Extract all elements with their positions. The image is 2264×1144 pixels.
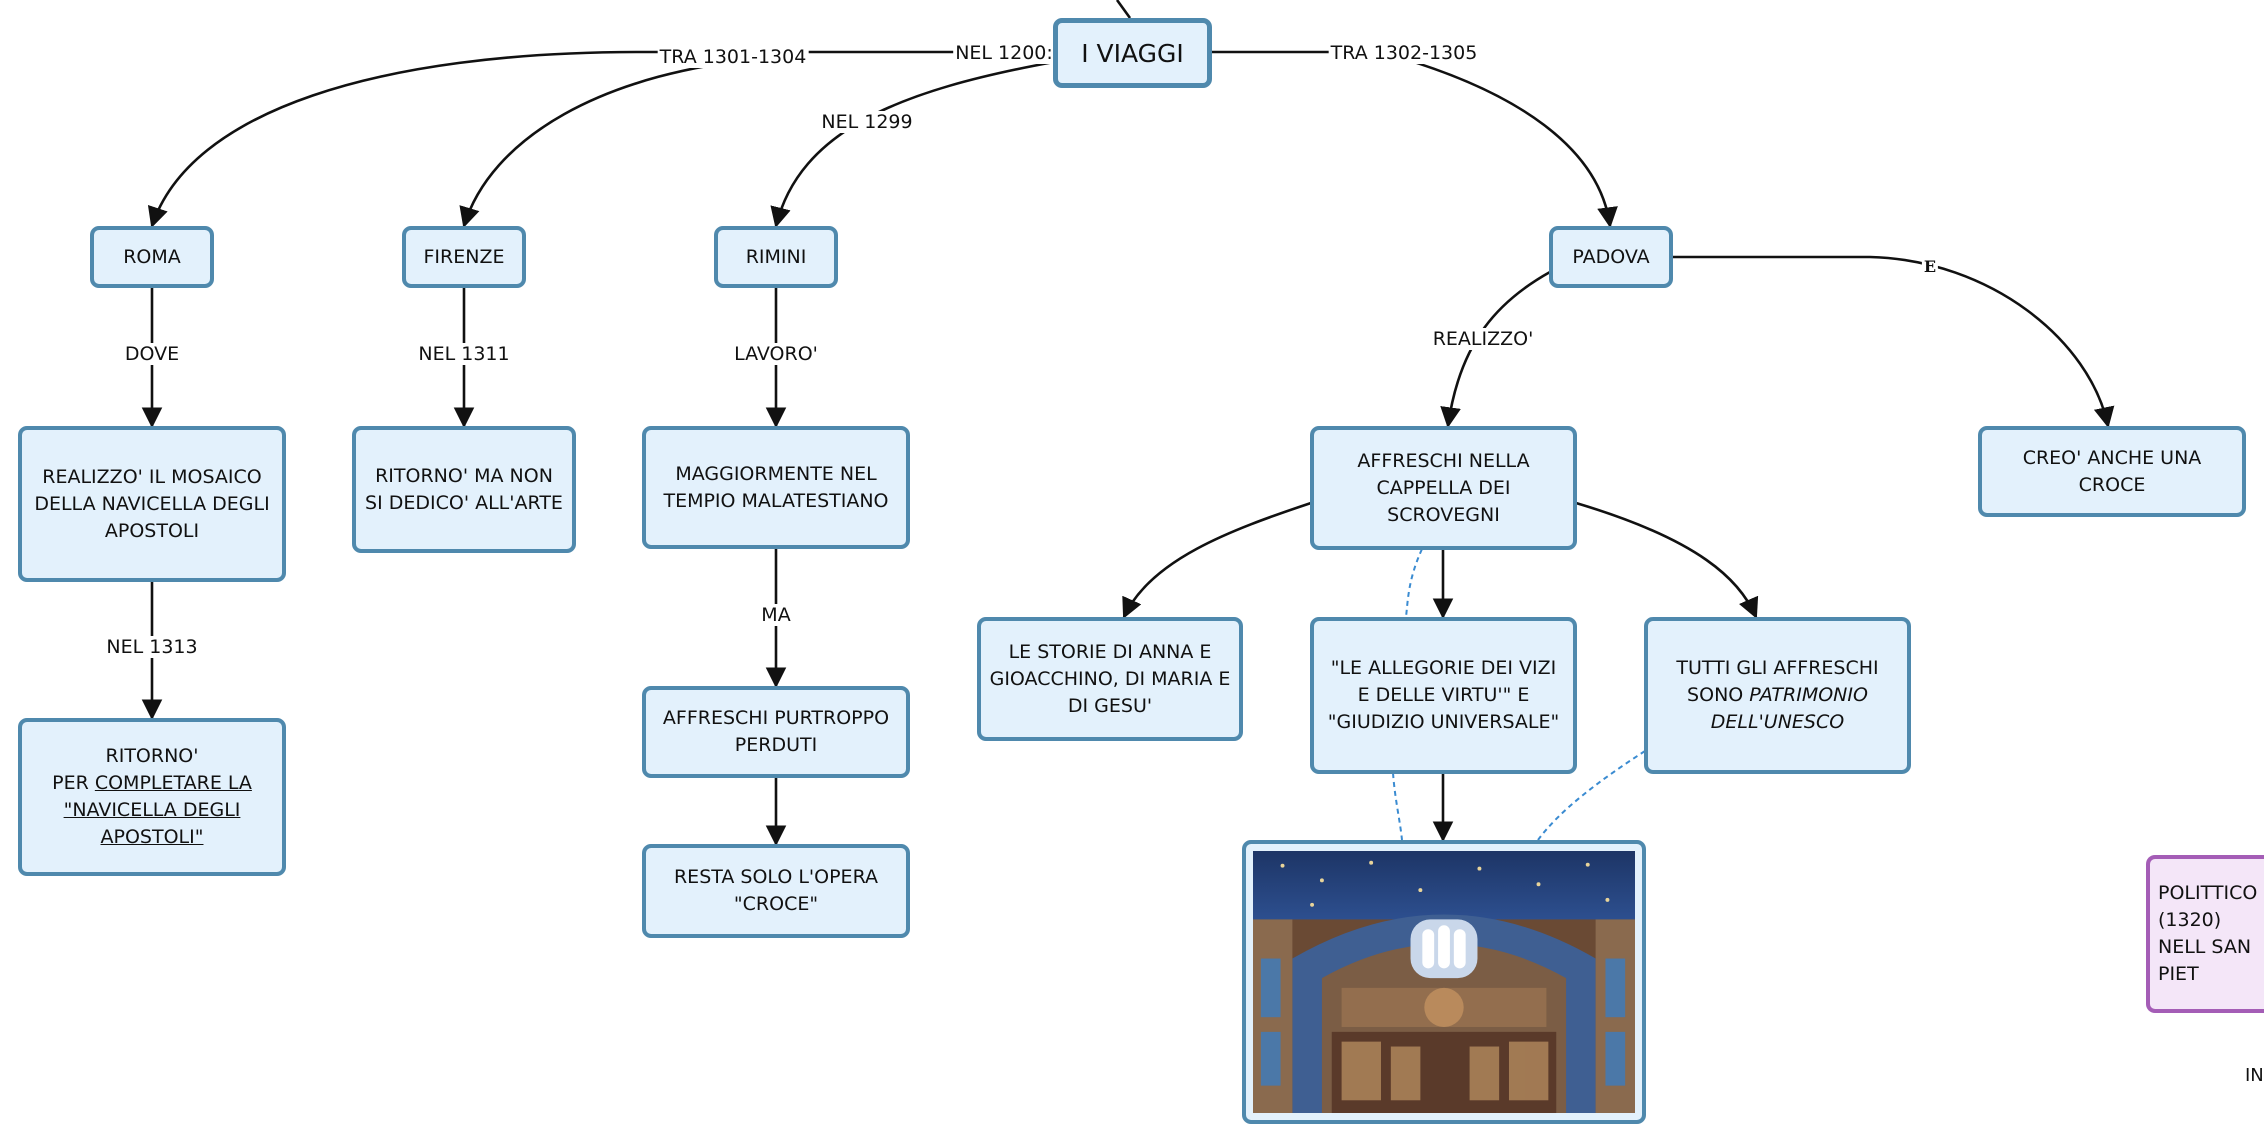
node-firenze[interactable]: FIRENZE bbox=[402, 226, 526, 288]
node-rimini-text: RIMINI bbox=[745, 245, 807, 268]
label-tra-1302-1305: TRA 1302-1305 bbox=[1328, 42, 1480, 64]
node-roma-ritorno-per: PER bbox=[52, 772, 95, 794]
label-realizzo: REALIZZO' bbox=[1430, 328, 1536, 350]
node-rimini-tempio[interactable]: MAGGIORMENTE NEL TEMPIO MALATESTIANO bbox=[642, 426, 910, 549]
node-padova[interactable]: PADOVA bbox=[1549, 226, 1673, 288]
node-padova-croce[interactable]: CREO' ANCHE UNA CROCE bbox=[1978, 426, 2246, 517]
cutoff-text: IN bbox=[2245, 1065, 2264, 1086]
node-roma[interactable]: ROMA bbox=[90, 226, 214, 288]
node-unesco[interactable]: TUTTI GLI AFFRESCHI SONO PATRIMONIO DELL… bbox=[1644, 617, 1911, 774]
label-nel-1299: NEL 1299 bbox=[819, 111, 915, 133]
node-storie-text: LE STORIE DI ANNA E GIOACCHINO, DI MARIA… bbox=[989, 640, 1231, 717]
node-unesco-italic: PATRIMONIO DELL'UNESCO bbox=[1710, 684, 1868, 733]
node-unesco-plain: TUTTI GLI AFFRESCHI SONO bbox=[1676, 657, 1879, 706]
label-nel-1313: NEL 1313 bbox=[104, 636, 200, 658]
node-rimini[interactable]: RIMINI bbox=[714, 226, 838, 288]
photo-image bbox=[1253, 851, 1635, 1113]
node-roma-ritorno-underlined: COMPLETARE LA "NAVICELLA DEGLI APOSTOLI" bbox=[63, 772, 252, 848]
edge-top-root bbox=[1115, 0, 1132, 19]
label-nel-1311: NEL 1311 bbox=[416, 343, 512, 365]
node-roma-mosaico-text: REALIZZO' IL MOSAICO DELLA NAVICELLA DEG… bbox=[34, 465, 270, 542]
node-padova-text: PADOVA bbox=[1572, 245, 1650, 268]
node-unesco-text: TUTTI GLI AFFRESCHI SONO PATRIMONIO DELL… bbox=[1656, 655, 1899, 736]
node-rimini-perduti-text: AFFRESCHI PURTROPPO PERDUTI bbox=[662, 707, 890, 756]
node-firenze-text: FIRENZE bbox=[423, 245, 505, 268]
edge-root-padova bbox=[1210, 50, 1618, 229]
dashed-link-1 bbox=[1405, 548, 1423, 618]
edge-p1-a bbox=[1122, 501, 1312, 619]
node-polittico[interactable]: POLITTICO (1320) NELL SAN PIET bbox=[2146, 855, 2264, 1013]
node-allegorie-text: "LE ALLEGORIE DEI VIZI E DELLE VIRTU'" E… bbox=[1327, 657, 1560, 733]
node-firenze-ritorno[interactable]: RITORNO' MA NON SI DEDICO' ALL'ARTE bbox=[352, 426, 576, 553]
node-allegorie[interactable]: "LE ALLEGORIE DEI VIZI E DELLE VIRTU'" E… bbox=[1310, 617, 1577, 774]
label-lavoro: LAVORO' bbox=[732, 343, 820, 365]
node-roma-ritorno-line1: RITORNO' bbox=[105, 745, 199, 767]
node-polittico-text: POLITTICO (1320) NELL SAN PIET bbox=[2158, 882, 2258, 985]
node-i-viaggi[interactable]: I VIAGGI bbox=[1053, 18, 1212, 88]
node-firenze-ritorno-text: RITORNO' MA NON SI DEDICO' ALL'ARTE bbox=[365, 464, 563, 514]
node-padova-croce-text: CREO' ANCHE UNA CROCE bbox=[2022, 446, 2202, 496]
edge-padova-croce bbox=[1670, 255, 2115, 429]
label-tra-1301-1304: TRA 1301-1304 bbox=[657, 46, 809, 68]
edge-root-roma bbox=[147, 50, 1054, 228]
edge-p1-c bbox=[1575, 501, 1759, 619]
node-rimini-croce[interactable]: RESTA SOLO L'OPERA "CROCE" bbox=[642, 844, 910, 938]
label-ma: MA bbox=[759, 604, 793, 626]
edge-root-rimini bbox=[770, 60, 1055, 229]
dashed-link-2 bbox=[1392, 772, 1403, 841]
node-rimini-perduti[interactable]: AFFRESCHI PURTROPPO PERDUTI bbox=[642, 686, 910, 778]
node-rimini-croce-text: RESTA SOLO L'OPERA "CROCE" bbox=[673, 866, 878, 915]
edge-padova-p1 bbox=[1440, 270, 1551, 429]
label-nel-1200: NEL 1200: bbox=[953, 42, 1055, 64]
dashed-link-3 bbox=[1537, 750, 1646, 841]
photo-cappella-scrovegni[interactable] bbox=[1242, 840, 1646, 1124]
node-i-viaggi-text: I VIAGGI bbox=[1081, 38, 1184, 68]
edge-root-firenze bbox=[459, 55, 781, 228]
node-roma-mosaico[interactable]: REALIZZO' IL MOSAICO DELLA NAVICELLA DEG… bbox=[18, 426, 286, 582]
node-storie[interactable]: LE STORIE DI ANNA E GIOACCHINO, DI MARIA… bbox=[977, 617, 1243, 741]
node-roma-ritorno[interactable]: RITORNO' PER COMPLETARE LA "NAVICELLA DE… bbox=[18, 718, 286, 876]
node-padova-scrovegni[interactable]: AFFRESCHI NELLA CAPPELLA DEI SCROVEGNI bbox=[1310, 426, 1577, 550]
node-rimini-tempio-text: MAGGIORMENTE NEL TEMPIO MALATESTIANO bbox=[663, 462, 889, 512]
node-roma-text: ROMA bbox=[123, 245, 181, 268]
label-e: E bbox=[1921, 256, 1939, 278]
label-dove: DOVE bbox=[122, 343, 182, 365]
node-padova-scrovegni-text: AFFRESCHI NELLA CAPPELLA DEI SCROVEGNI bbox=[1357, 449, 1530, 526]
node-roma-ritorno-text: RITORNO' PER COMPLETARE LA "NAVICELLA DE… bbox=[30, 743, 274, 851]
